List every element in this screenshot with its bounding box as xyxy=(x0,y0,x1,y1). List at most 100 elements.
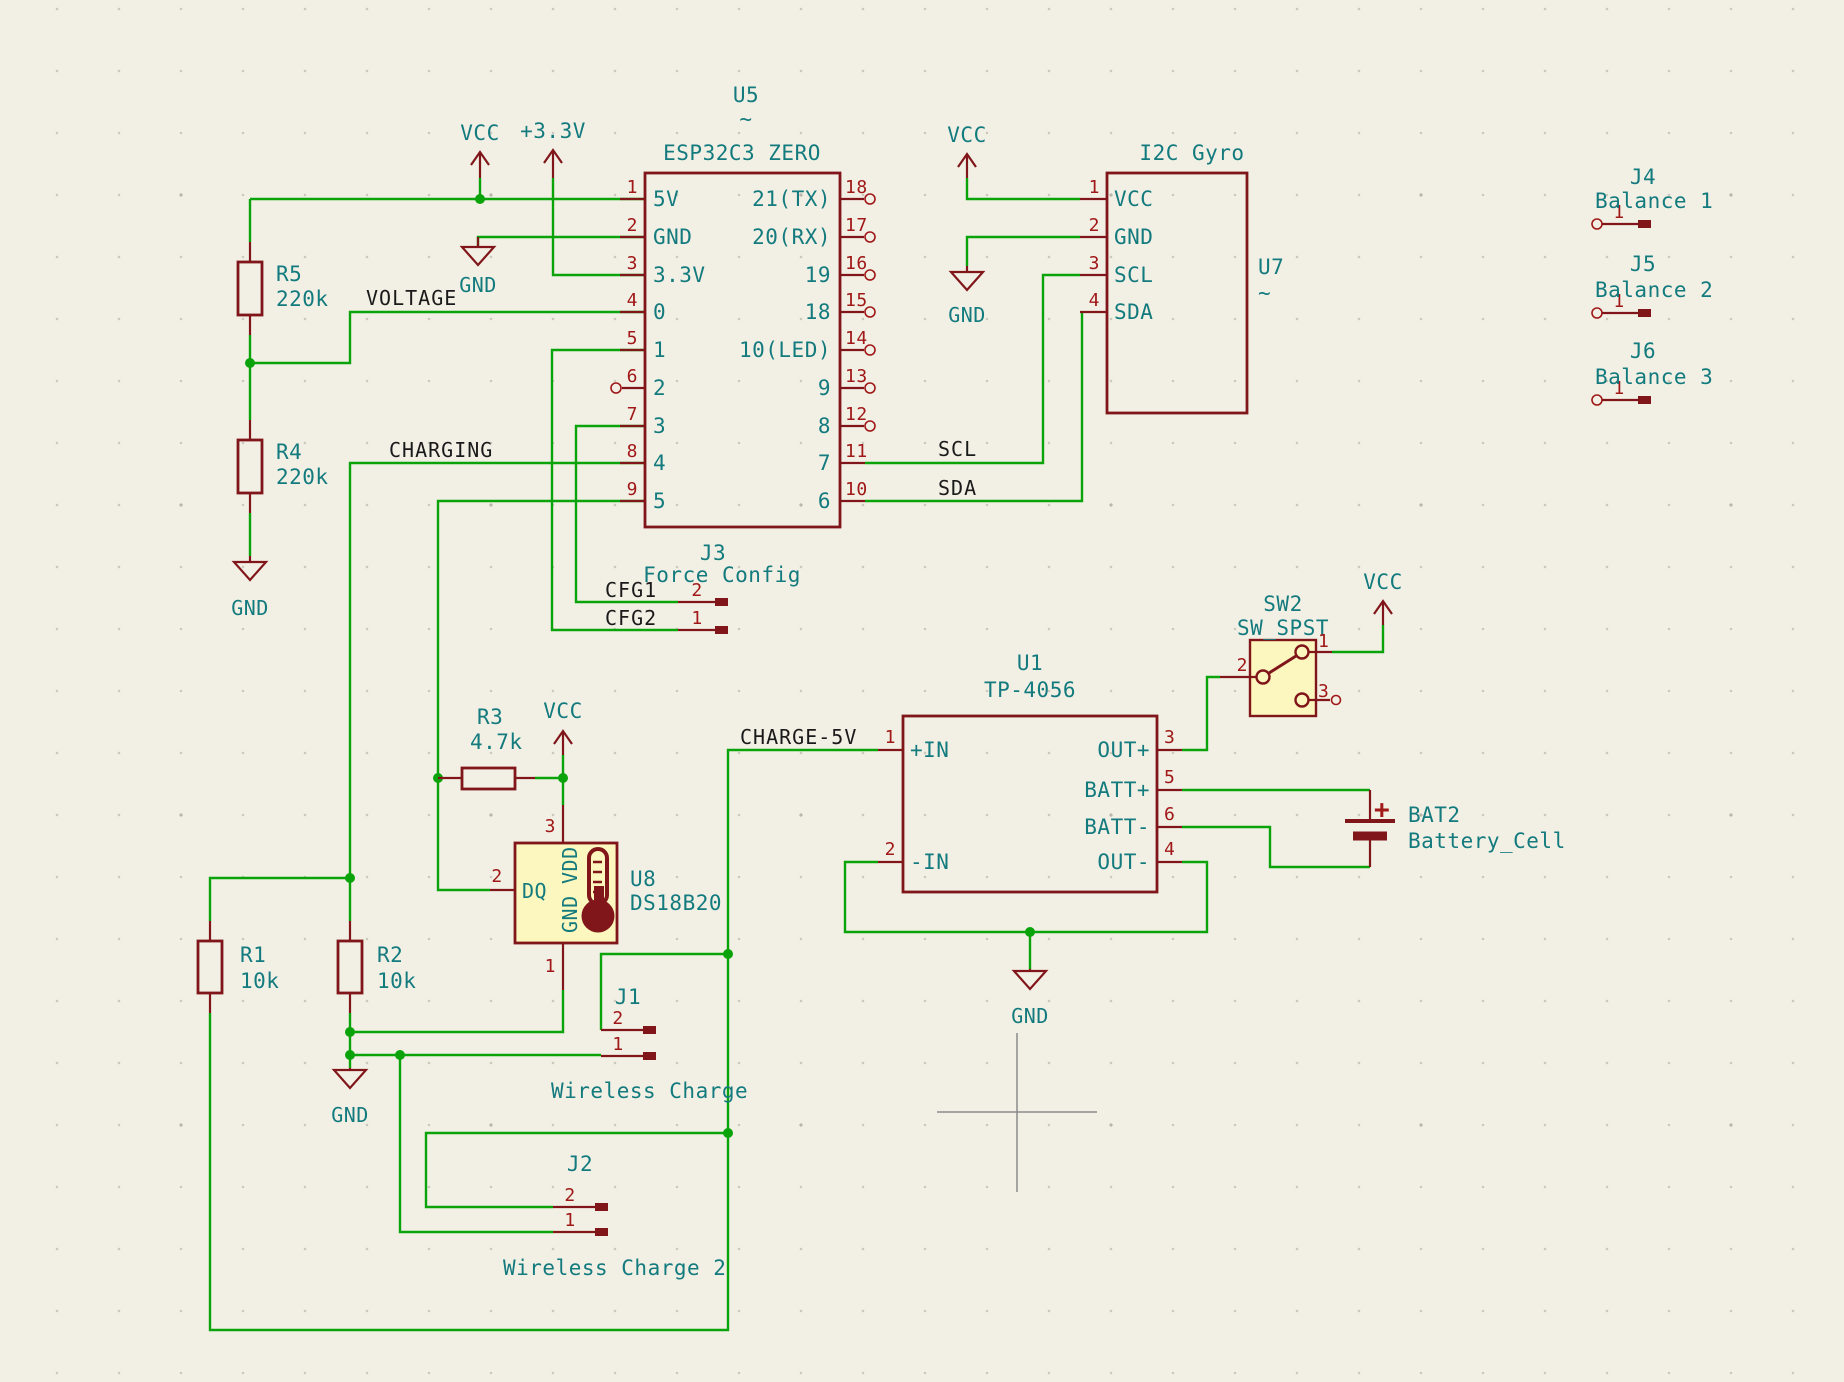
j4-value[interactable]: Balance 1 xyxy=(1595,189,1713,213)
r3-body[interactable] xyxy=(460,766,517,791)
j2-value[interactable]: Wireless Charge 2 xyxy=(503,1256,726,1280)
power-gnd-u5[interactable]: GND xyxy=(459,237,497,297)
net-label-sda[interactable]: SDA xyxy=(938,476,977,500)
power-label-vcc[interactable]: VCC xyxy=(460,121,499,145)
r3-ref[interactable]: R3 xyxy=(477,705,503,729)
power-label-vcc[interactable]: VCC xyxy=(543,699,582,723)
r2-ref[interactable]: R2 xyxy=(377,943,403,967)
wire-gpio5-dq[interactable] xyxy=(436,499,645,892)
wire-gyro-gnd[interactable] xyxy=(965,235,1080,266)
net-label-charge-5v[interactable]: CHARGE-5V xyxy=(740,725,857,749)
wire-batt-minus[interactable] xyxy=(1182,825,1370,869)
bat2-ref[interactable]: BAT2 xyxy=(1408,803,1461,827)
connector-j6[interactable]: 1 J6 Balance 3 xyxy=(1591,339,1713,406)
u8-ref[interactable]: U8 xyxy=(630,867,656,891)
power-vcc-sw2[interactable]: VCC xyxy=(1363,570,1402,625)
u1-body[interactable] xyxy=(901,714,1159,894)
u7-pin-leads[interactable] xyxy=(1080,197,1107,314)
component-sw2[interactable]: SW2 SW_SPST 1 2 3 xyxy=(1220,592,1342,718)
j1-ref[interactable]: J1 xyxy=(615,985,641,1009)
power-label-gnd[interactable]: GND xyxy=(948,303,986,327)
junction-dot[interactable] xyxy=(345,1027,355,1037)
junction-dot[interactable] xyxy=(558,773,568,783)
junction-dot[interactable] xyxy=(723,949,733,959)
power-gnd-r4[interactable]: GND xyxy=(231,556,269,620)
j2-ref[interactable]: J2 xyxy=(567,1152,593,1176)
j3-ref[interactable]: J3 xyxy=(700,541,726,565)
connector-j4[interactable]: 1 J4 Balance 1 xyxy=(1591,165,1713,230)
connector-j1[interactable]: J1 2 1 Wireless Charge xyxy=(551,985,748,1103)
junction-dot[interactable] xyxy=(475,194,485,204)
power-gnd-u1[interactable]: GND xyxy=(1011,969,1049,1028)
r2-value[interactable]: 10k xyxy=(377,969,416,993)
component-u5[interactable]: U5 ~ ESP32C3 ZERO 1 2 3 4 5 6 7 8 9 5V G… xyxy=(610,83,876,529)
wire-sda[interactable] xyxy=(865,312,1084,503)
wire-scl[interactable] xyxy=(865,273,1080,465)
wire-j1-pin2[interactable] xyxy=(599,952,728,1030)
wire-u1-gnd-loop[interactable] xyxy=(843,860,1209,969)
wire-u5-gnd[interactable] xyxy=(476,235,645,246)
r1-ref[interactable]: R1 xyxy=(240,943,266,967)
net-label-charging[interactable]: CHARGING xyxy=(389,438,493,462)
wire-voltage-divider[interactable] xyxy=(248,199,645,556)
u5-pin-leads[interactable] xyxy=(620,197,865,503)
sw2-pin-leads[interactable] xyxy=(1220,650,1332,702)
net-label-scl[interactable]: SCL xyxy=(938,437,977,461)
r3-value[interactable]: 4.7k xyxy=(470,730,523,754)
wire-out-to-switch[interactable] xyxy=(1182,675,1220,752)
power-label-vcc[interactable]: VCC xyxy=(947,123,986,147)
wire-gpio3-cfg1[interactable] xyxy=(574,424,678,604)
u5-value[interactable]: ESP32C3 ZERO xyxy=(663,141,821,165)
wire-switch-vcc[interactable] xyxy=(1332,625,1385,654)
u8-pin-leads[interactable] xyxy=(490,805,565,990)
j4-ref[interactable]: J4 xyxy=(1630,165,1656,189)
r4-value[interactable]: 220k xyxy=(276,465,329,489)
j3-pin-leads[interactable] xyxy=(678,600,715,632)
resistor-r3[interactable]: R3 4.7k xyxy=(438,705,535,791)
power-label-vcc[interactable]: VCC xyxy=(1363,570,1402,594)
resistor-r1[interactable]: R1 10k xyxy=(196,921,279,1013)
power-vcc-top[interactable]: VCC xyxy=(460,121,499,178)
junction-dot[interactable] xyxy=(723,1128,733,1138)
r5-ref[interactable]: R5 xyxy=(276,262,302,286)
j1-value[interactable]: Wireless Charge xyxy=(551,1079,748,1103)
resistor-r2[interactable]: R2 10k xyxy=(336,921,416,1013)
connector-j2[interactable]: J2 2 1 Wireless Charge 2 xyxy=(503,1152,726,1280)
connector-j5[interactable]: 1 J5 Balance 2 xyxy=(1591,252,1713,319)
u7-ref[interactable]: U7 xyxy=(1258,255,1284,279)
junction-dot[interactable] xyxy=(395,1050,405,1060)
u7-value[interactable]: I2C Gyro xyxy=(1139,141,1244,165)
u8-value[interactable]: DS18B20 xyxy=(630,891,722,915)
resistor-r4[interactable]: R4 220k xyxy=(236,420,329,513)
j1-pin-leads[interactable] xyxy=(601,1028,643,1058)
wire-gyro-vcc[interactable] xyxy=(965,178,1080,201)
power-vcc-gyro[interactable]: VCC xyxy=(947,123,986,178)
r1-body[interactable] xyxy=(196,939,224,995)
junction-dot[interactable] xyxy=(1025,927,1035,937)
net-label-cfg1[interactable]: CFG1 xyxy=(605,578,657,602)
connector-j3[interactable]: J3 Force Config 2 1 CFG1 CFG2 xyxy=(605,541,801,634)
wire-charge-5v[interactable] xyxy=(208,748,878,1332)
wire-r2-gnd-u8gnd[interactable] xyxy=(348,990,565,1068)
sw2-value[interactable]: SW_SPST xyxy=(1237,616,1329,640)
power-label-gnd[interactable]: GND xyxy=(331,1103,369,1127)
junction-dot[interactable] xyxy=(345,873,355,883)
power-label-gnd[interactable]: GND xyxy=(231,596,269,620)
u1-ref[interactable]: U1 xyxy=(1017,651,1043,675)
wire-j2-pin2[interactable] xyxy=(424,1131,728,1209)
j5-value[interactable]: Balance 2 xyxy=(1595,278,1713,302)
power-vcc-r3[interactable]: VCC xyxy=(543,699,582,755)
sw2-body[interactable] xyxy=(1248,638,1318,718)
junction-dot[interactable] xyxy=(345,1050,355,1060)
net-label-voltage[interactable]: VOLTAGE xyxy=(366,286,457,310)
wire-charging[interactable] xyxy=(208,461,645,921)
wire-vcc-5v[interactable] xyxy=(250,178,645,201)
u1-value[interactable]: TP-4056 xyxy=(984,678,1076,702)
j2-pin-leads[interactable] xyxy=(553,1205,595,1234)
r5-value[interactable]: 220k xyxy=(276,287,329,311)
component-bat2[interactable]: + BAT2 Battery_Cell xyxy=(1345,790,1566,867)
r4-ref[interactable]: R4 xyxy=(276,440,302,464)
wire-j2-pin1[interactable] xyxy=(398,1055,553,1234)
r1-value[interactable]: 10k xyxy=(240,969,279,993)
wire-3v3[interactable] xyxy=(551,178,645,277)
